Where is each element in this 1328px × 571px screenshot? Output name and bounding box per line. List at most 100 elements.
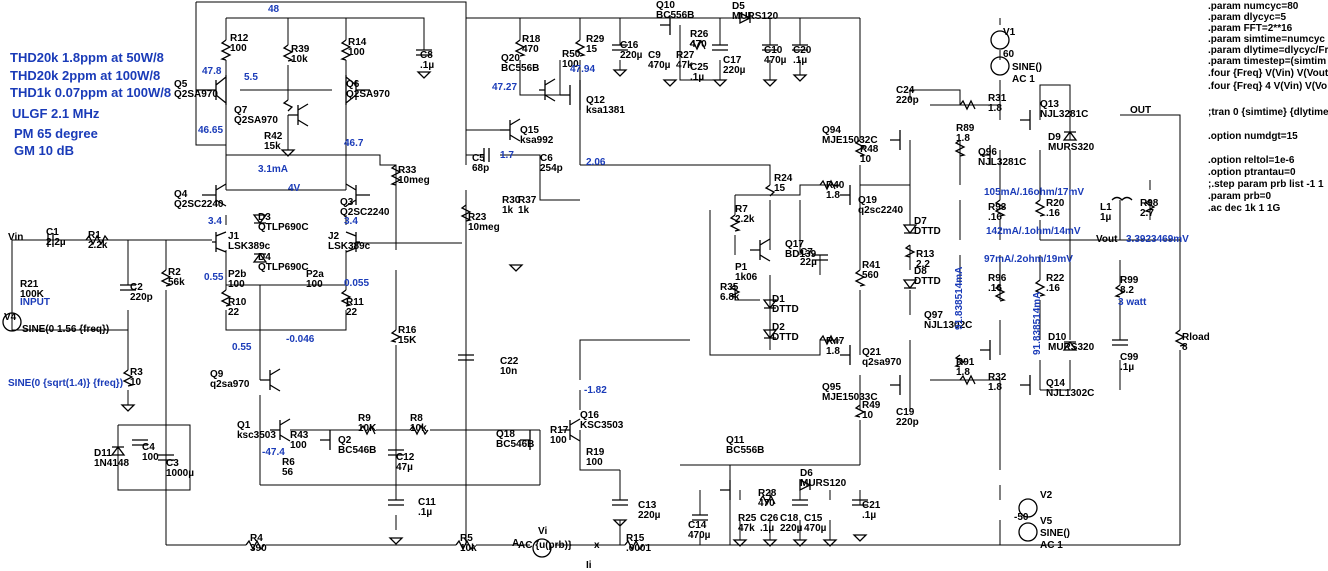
operating-point-label: 4V [288, 183, 301, 194]
operating-point-label: 0.055 [344, 278, 369, 289]
part-designator: R3 [130, 367, 143, 378]
part-value: Q2SA970 [174, 89, 218, 100]
part-value: 100K [20, 289, 45, 300]
part-designator: Q97 [924, 310, 943, 321]
part-value: 2.2k [735, 214, 755, 225]
part-designator: R91 [956, 357, 975, 368]
part-designator: Q20 [501, 53, 520, 64]
part-value: 47k [738, 523, 755, 534]
part-value: BC546B [338, 445, 376, 456]
node-x: x [594, 540, 600, 551]
part-designator: R89 [956, 123, 975, 134]
part-designator: C14 [688, 520, 707, 531]
part-value: .1µ [862, 510, 876, 521]
part-value: .1µ [418, 507, 432, 518]
part-value: MURS320 [1048, 142, 1095, 153]
part-designator: D7 [914, 216, 927, 227]
part-designator: Rload [1182, 332, 1210, 343]
spice-line: .param timestep=(simtim [1208, 56, 1326, 67]
part-designator: C22 [500, 356, 519, 367]
part-designator: C3 [166, 458, 179, 469]
part-designator: C99 [1120, 352, 1139, 363]
part-designator: J1 [228, 231, 240, 242]
part-designator: Q10 [656, 0, 675, 11]
part-value: 100 [550, 435, 567, 446]
spice-line: .param numcyc=80 [1208, 1, 1299, 12]
part-value: QTLP690C [258, 222, 309, 233]
part-designator: R25 [738, 513, 757, 524]
part-value: 6.8k [720, 292, 740, 303]
part-designator: R22 [1046, 273, 1065, 284]
part-designator: Q6 [346, 79, 360, 90]
operating-point-label: -0.046 [286, 334, 315, 345]
part-value: 15 [586, 44, 598, 55]
part-value: Q2SC2240 [340, 207, 390, 218]
part-designator: R9 [358, 413, 371, 424]
operating-point-label: 97mA/.2ohm/19mV [984, 254, 1073, 265]
spice-line: .four {Freq} 4 V(Vin) V(Vo [1208, 81, 1327, 92]
operating-point-label: 0.55 [232, 342, 252, 353]
part-value: 1k06 [735, 272, 758, 283]
part-value: 470 [758, 498, 775, 509]
part-designator: R11 [346, 297, 364, 308]
part-value: .16 [1046, 208, 1060, 219]
operating-point-label: 47.8 [202, 66, 222, 77]
part-value: .0001 [626, 543, 651, 554]
part-value: .16 [988, 283, 1002, 294]
part-designator: Q4 [174, 189, 188, 200]
part-designator: D6 [800, 468, 813, 479]
part-designator: C18 [780, 513, 799, 524]
note-line: THD20k 2ppm at 100W/8 [10, 68, 160, 83]
part-value: 220µ [780, 523, 803, 534]
source-v5-name: V5 [1040, 516, 1053, 527]
part-value: 15 [774, 183, 786, 194]
part-value: DTTD [914, 226, 941, 237]
part-designator: R4 [250, 533, 263, 544]
part-value: .16 [1046, 283, 1060, 294]
part-designator: Q19 [858, 195, 877, 206]
source-v4-value: SINE(0 1.56 {freq}) [22, 324, 109, 335]
grounds [120, 69, 868, 547]
part-designator: R13 [916, 249, 935, 260]
part-value: MJE15033C [822, 392, 878, 403]
part-value: 47µ [396, 462, 413, 473]
operating-point-label: 3.4 [344, 216, 358, 227]
part-value: KSC3503 [580, 420, 624, 431]
spice-line: ;.step param prb list -1 1 [1208, 179, 1324, 190]
spice-line: .param simtime=numcyc [1208, 34, 1325, 45]
part-designator: Q18 [496, 429, 515, 440]
spice-line: .option reltol=1e-6 [1208, 155, 1295, 166]
part-value: .1µ [690, 72, 704, 83]
operating-point-label: 47.94 [570, 64, 595, 75]
part-designator: C8 [420, 50, 433, 61]
part-designator: R26 [690, 29, 709, 40]
part-designator: R43 [290, 430, 309, 441]
part-designator: C25 [690, 62, 709, 73]
part-designator: D9 [1048, 132, 1061, 143]
part-value: DTTD [914, 276, 941, 287]
part-value: 2.7 [1140, 208, 1154, 219]
operating-point-label: 46.65 [198, 125, 223, 136]
part-value: LSK389c [228, 241, 271, 252]
part-designator: R48 [860, 144, 879, 155]
part-value: 2.2 [916, 259, 930, 270]
part-value: 1.8 [826, 346, 840, 357]
operating-point-label: 2.06 [586, 157, 606, 168]
part-designator: R37 [518, 195, 537, 206]
part-value: NJL3281C [1040, 109, 1088, 120]
part-designator: Q96 [978, 147, 997, 158]
part-value: 220p [896, 417, 919, 428]
spice-line: .option numdgt=15 [1208, 131, 1298, 142]
part-value: 470µ [688, 530, 711, 541]
part-designator: R6 [282, 457, 295, 468]
part-value: 100 [290, 440, 307, 451]
note-line: PM 65 degree [14, 126, 98, 141]
part-value: q2sa970 [210, 379, 250, 390]
part-value: 220p [130, 292, 153, 303]
part-designator: Q5 [174, 79, 188, 90]
operating-point-label: 0.55 [204, 272, 224, 283]
part-designator: R2 [168, 267, 181, 278]
part-designator: R1 [88, 230, 101, 241]
part-designator: J2 [328, 231, 340, 242]
part-value: 8.2 [1120, 285, 1134, 296]
